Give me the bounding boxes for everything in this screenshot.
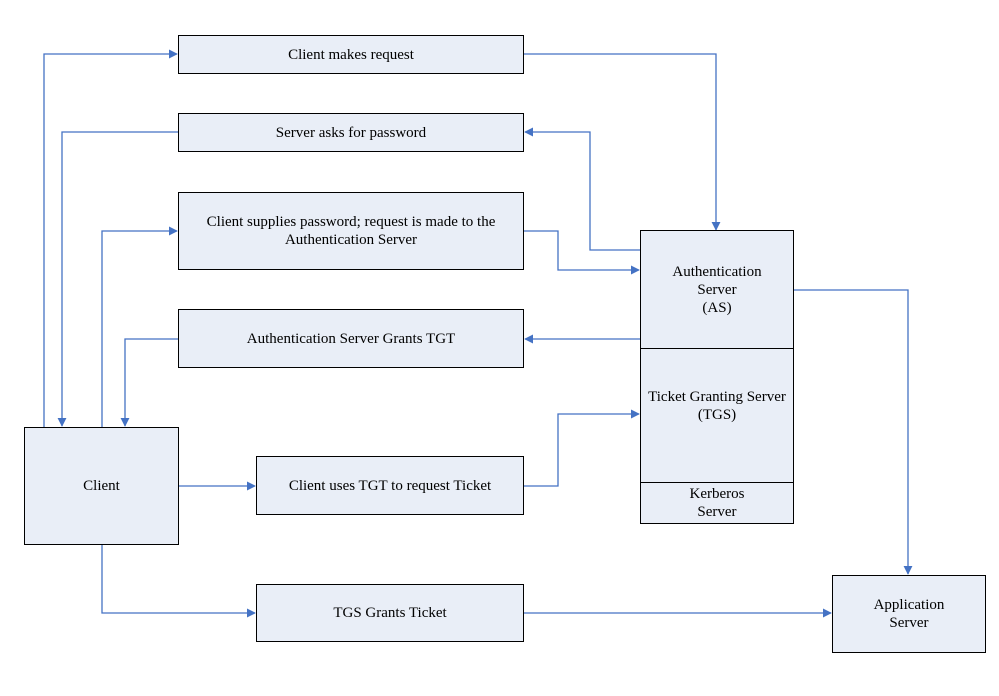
node-client: Client: [24, 427, 179, 545]
node-application-server: Application Server: [832, 575, 986, 653]
node-label: Client: [83, 478, 120, 494]
node-label: Application Server: [873, 597, 945, 631]
arrow-as-to-ask-password: [524, 127, 640, 251]
step-as-grants-tgt: Authentication Server Grants TGT: [178, 309, 524, 368]
arrow-grant-tgt-to-client: [120, 338, 178, 427]
step-client-uses-tgt: Client uses TGT to request Ticket: [256, 456, 524, 515]
node-label: Kerberos Server: [689, 486, 745, 520]
arrow-supply-password-to-as: [524, 230, 640, 275]
arrow-request-to-as: [524, 53, 721, 231]
arrow-use-tgt-to-tgs: [524, 409, 640, 487]
step-label: Server asks for password: [275, 124, 427, 141]
step-server-asks-password: Server asks for password: [178, 113, 524, 152]
step-client-supplies-password: Client supplies password; request is mad…: [178, 192, 524, 270]
step-client-makes-request: Client makes request: [178, 35, 524, 74]
step-label: Client supplies password; request is mad…: [206, 214, 496, 248]
node-kerberos-server: Kerberos Server: [641, 482, 793, 523]
step-label: Authentication Server Grants TGT: [246, 330, 456, 347]
node-label: Authentication Server (AS): [672, 264, 762, 316]
step-label: Client uses TGT to request Ticket: [288, 477, 492, 494]
step-label: Client makes request: [288, 46, 414, 63]
node-authentication-server: Authentication Server (AS): [641, 231, 793, 349]
arrow-client-to-supply-password: [101, 226, 178, 427]
arrow-client-to-request: [43, 49, 178, 427]
step-label: TGS Grants Ticket: [333, 605, 447, 621]
kerberos-server-stack: Authentication Server (AS) Ticket Granti…: [640, 230, 794, 524]
node-label: Ticket Granting Server (TGS): [648, 388, 786, 423]
arrow-ask-password-to-client: [57, 131, 178, 427]
arrow-as-to-app: [794, 289, 913, 575]
arrow-client-to-grant-ticket: [101, 544, 256, 618]
node-ticket-granting-server: Ticket Granting Server (TGS): [641, 348, 793, 482]
step-tgs-grants-ticket: TGS Grants Ticket: [256, 584, 524, 642]
